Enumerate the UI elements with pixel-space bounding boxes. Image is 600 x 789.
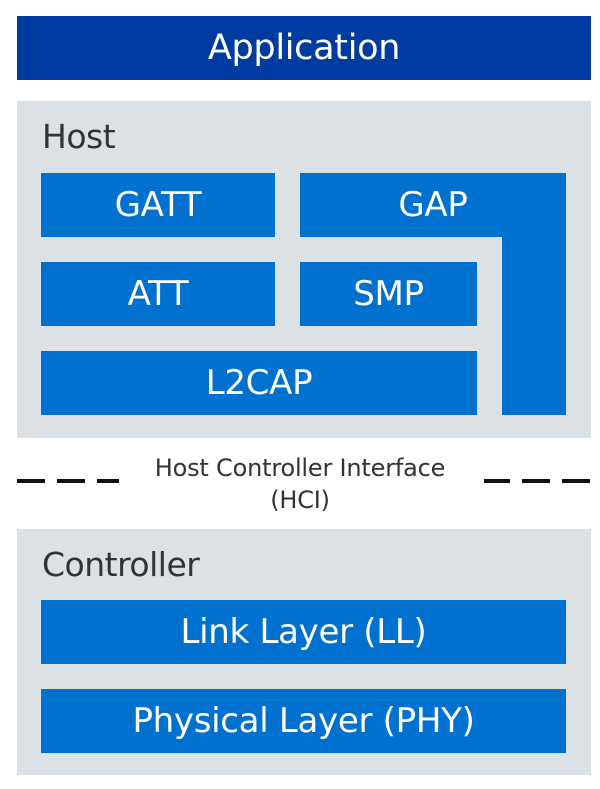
physical-layer-block: [41, 689, 566, 753]
gap-label: GAP: [398, 185, 468, 225]
l2cap-label: L2CAP: [205, 363, 313, 403]
att-block: [41, 262, 275, 326]
gatt-block: [41, 173, 275, 237]
hci-dash-left-2: [57, 479, 85, 483]
hci-dash-left-3: [97, 479, 119, 483]
hci-label-line-1: Host Controller Interface: [154, 454, 446, 482]
hci-label-line-2: (HCI): [270, 486, 330, 514]
host-panel-title: Host: [42, 117, 116, 156]
hci-label: Host Controller Interface (HCI): [130, 452, 470, 516]
att-label: ATT: [127, 274, 189, 314]
link-layer-block: [41, 600, 566, 664]
smp-block: [300, 262, 477, 326]
application-layer-label: Application: [207, 28, 401, 68]
gatt-label: GATT: [114, 185, 202, 225]
physical-layer-label: Physical Layer (PHY): [132, 701, 475, 741]
application-layer-block: [17, 16, 591, 80]
hci-dash-right-1: [484, 479, 510, 483]
l2cap-block: [41, 351, 477, 415]
smp-label: SMP: [353, 274, 424, 314]
controller-panel-title: Controller: [42, 545, 200, 584]
link-layer-label: Link Layer (LL): [180, 612, 427, 652]
hci-dash-left-1: [17, 479, 45, 483]
hci-dash-right-3: [562, 479, 590, 483]
hci-dash-right-2: [522, 479, 550, 483]
gap-block-side: [502, 173, 566, 415]
